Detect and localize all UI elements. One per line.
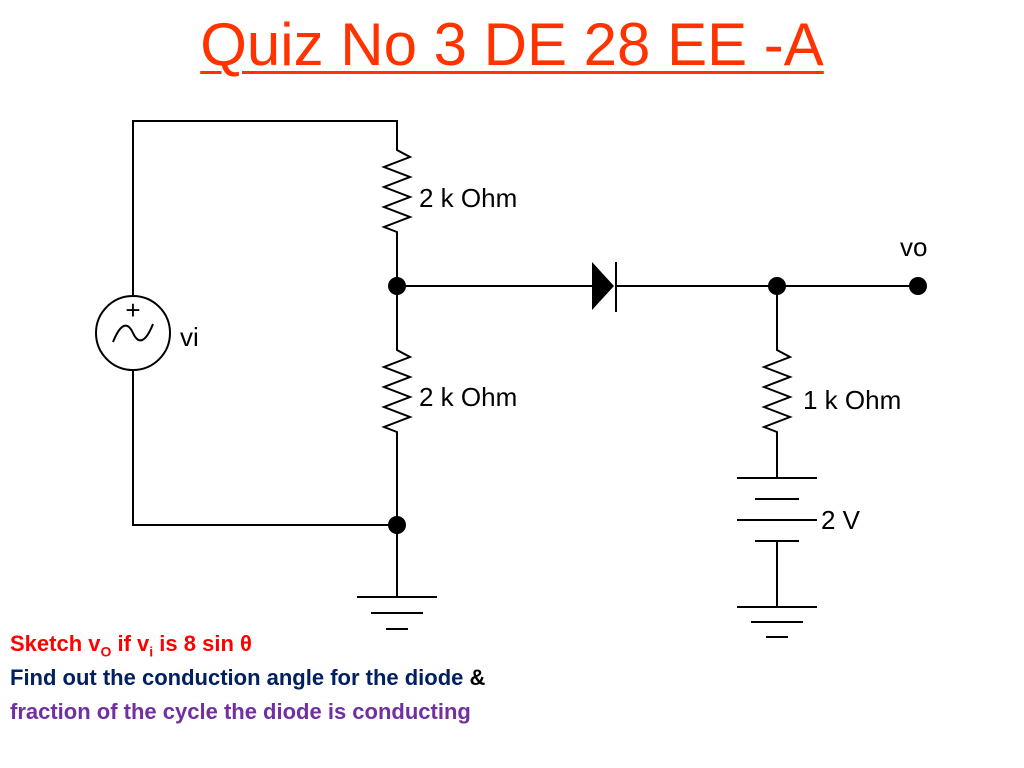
question-2: Find out the conduction angle for the di…	[10, 665, 486, 690]
question-text: Sketch vO if vi is 8 sin θ Find out the …	[10, 627, 485, 729]
r-bottom-label: 2 k Ohm	[419, 382, 517, 412]
diode	[592, 262, 617, 312]
output-terminal	[909, 277, 927, 295]
source-plus: +	[125, 295, 140, 325]
ground-symbol-right	[737, 606, 817, 638]
r-top-label: 2 k Ohm	[419, 183, 517, 213]
resistor-top	[381, 145, 413, 240]
output-label: vo	[900, 232, 927, 262]
battery	[737, 477, 817, 542]
battery-label: 2 V	[821, 505, 861, 535]
wire-source-bottom	[132, 370, 397, 526]
r-load-label: 1 k Ohm	[803, 385, 901, 415]
question-3: fraction of the cycle the diode is condu…	[10, 699, 471, 724]
resistor-load	[761, 345, 793, 440]
page-title: Quiz No 3 DE 28 EE -A	[200, 11, 824, 78]
wire-source-top	[132, 120, 398, 295]
source-label: vi	[180, 322, 199, 352]
ac-source	[95, 295, 171, 371]
resistor-bottom	[381, 345, 413, 440]
question-1: Sketch vO if vi is 8 sin θ	[10, 631, 252, 660]
ground-symbol-left	[357, 596, 437, 630]
